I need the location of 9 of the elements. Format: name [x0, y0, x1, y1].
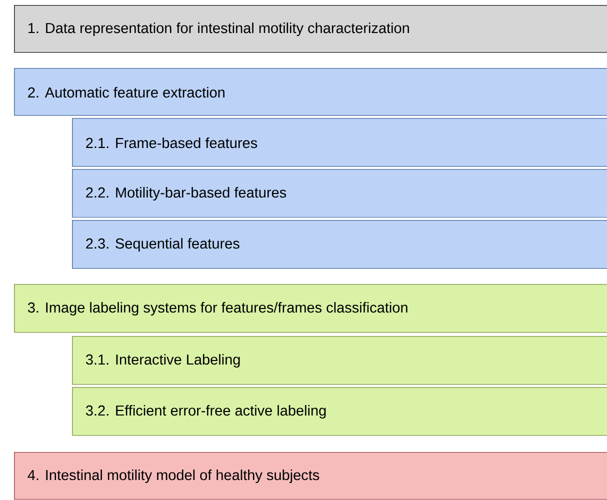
section-box: 1. Data representation for intestinal motility characterization	[14, 5, 607, 53]
subsection-box: 2.2. Motility-bar-based features	[72, 169, 607, 218]
subsection-box: 3.2. Efficient error-free active labeling	[72, 387, 607, 436]
subsection-box: 3.1. Interactive Labeling	[72, 336, 607, 385]
subsection-box: 2.3. Sequential features	[72, 220, 607, 269]
section-box: 3. Image labeling systems for features/frames classification	[14, 284, 607, 333]
subsection-box: 2.1. Frame-based features	[72, 118, 607, 167]
section-box: 4. Intestinal motility model of healthy subjects	[14, 452, 607, 500]
section-box: 2. Automatic feature extraction	[14, 68, 607, 116]
